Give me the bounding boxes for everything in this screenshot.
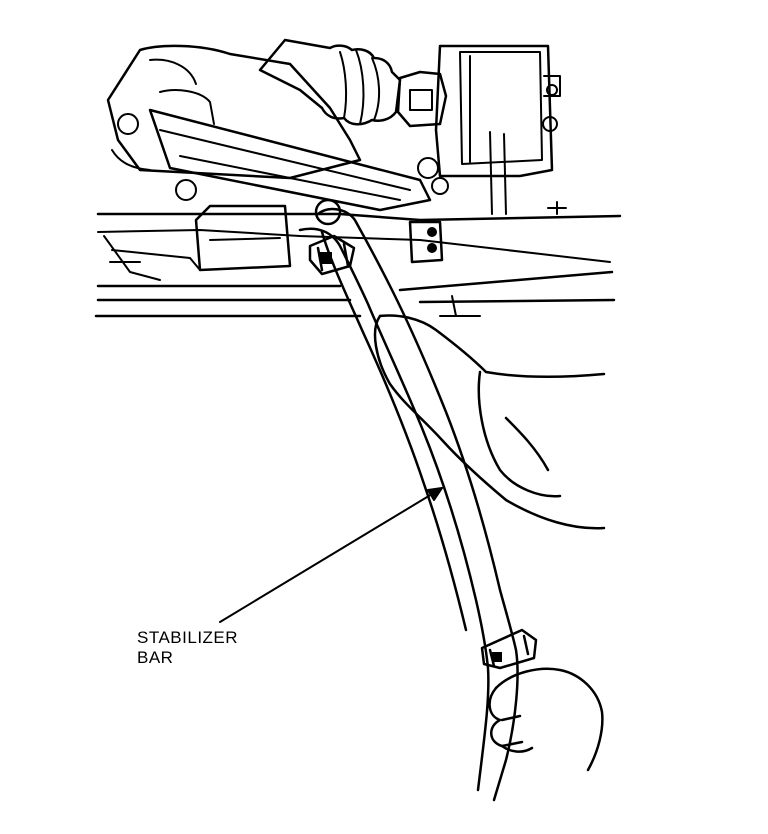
stabilizer-bar-label: STABILIZER BAR [137,628,238,668]
suspension-subframe [94,38,622,318]
label-line-1: STABILIZER [137,628,239,647]
callout-leader [219,487,443,623]
lower-hand [488,667,604,772]
label-line-2: BAR [137,648,174,667]
upper-hand [373,314,606,530]
stabilizer-bar [298,198,538,802]
